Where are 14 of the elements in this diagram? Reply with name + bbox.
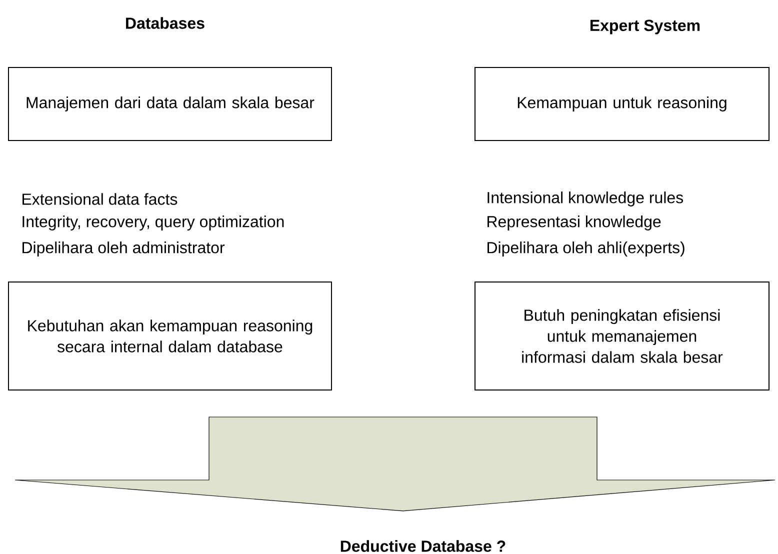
result-text: Deductive Database ? — [340, 540, 506, 552]
text-line: Integrity, recovery, query optimization — [22, 216, 284, 230]
text-box: Manajemen dari data dalam skala besar — [8, 67, 332, 141]
block-arrow — [14, 416, 776, 512]
text-line: Representasi knowledge — [488, 216, 661, 230]
text-box: Butuh peningkatan efisiensi untuk memanajemen informasi dalam skala besar — [474, 282, 770, 390]
text-line: Dipelihara oleh administrator — [22, 242, 225, 256]
text-box: Kebutuhan akan kemampuan reasoning secara internal dalam database — [8, 282, 332, 390]
text-line: Intensional knowledge rules — [488, 192, 684, 206]
text-line: Extensional data facts — [22, 193, 178, 205]
text-line: Dipelihara oleh ahli(experts) — [488, 242, 684, 256]
column-heading: Expert System — [590, 20, 700, 34]
text-box: Kemampuan untuk reasoning — [474, 67, 770, 141]
column-heading: Databases — [126, 17, 204, 29]
